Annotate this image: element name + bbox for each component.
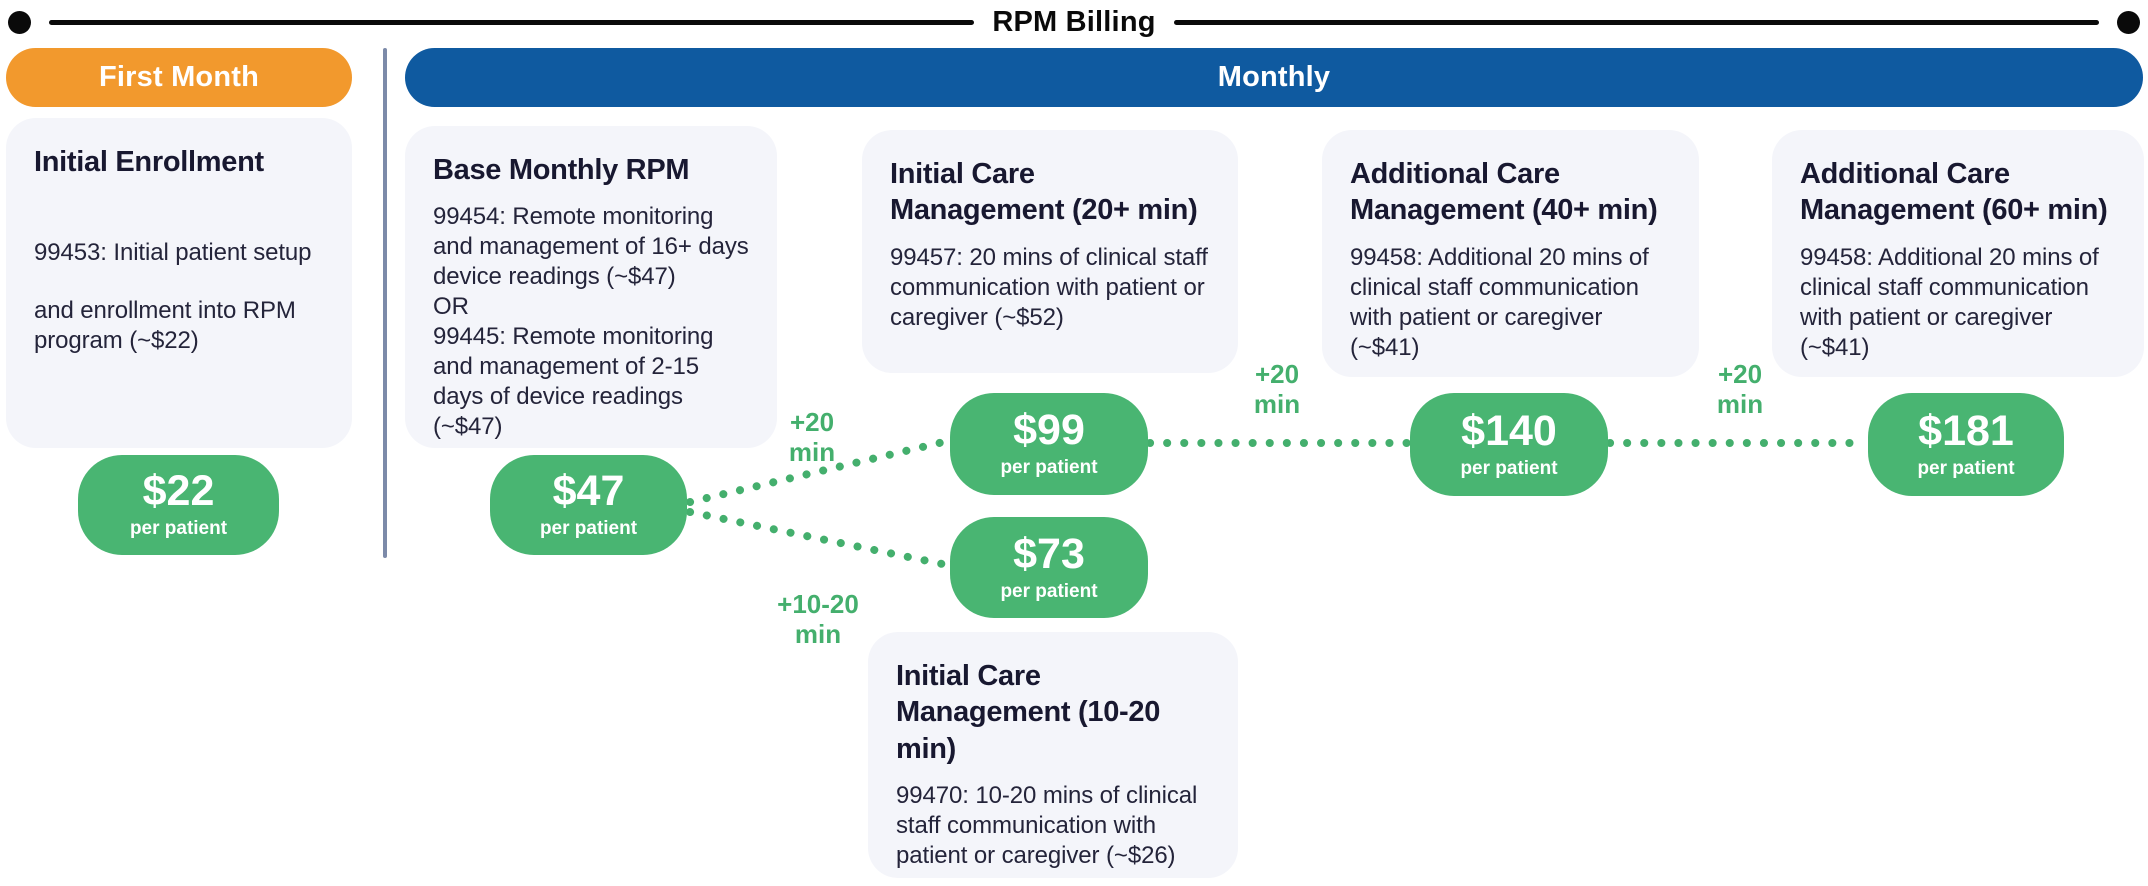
card-title: Additional Care Management (60+ min) <box>1800 158 2108 227</box>
label-line: +10-20 <box>777 589 859 619</box>
card-text: 99470: 10-20 mins of clinical staff comm… <box>896 781 1198 869</box>
badge-value: $140 <box>1461 406 1557 455</box>
title-bar: RPM Billing <box>8 4 2140 40</box>
card-text: 99454: Remote monitoring and management … <box>433 203 749 291</box>
card-initial-care-20-min: Initial Care Management (20+ min) 99457:… <box>862 130 1238 373</box>
header-first-month: First Month <box>6 48 352 107</box>
card-text: 99445: Remote monitoring and management … <box>433 323 714 441</box>
card-text: 99453: Initial patient setup <box>34 239 312 267</box>
card-initial-enrollment: Initial Enrollment 99453: Initial patien… <box>6 118 352 448</box>
connector-line-47-99 <box>686 436 956 506</box>
badge-value: $181 <box>1918 406 2014 455</box>
timeline-endpoint-dot-left <box>8 10 31 34</box>
card-title: Initial Enrollment <box>34 146 264 178</box>
badge-unit: per patient <box>1460 457 1558 479</box>
card-additional-care-60-min: Additional Care Management (60+ min) 994… <box>1772 130 2144 377</box>
connector-label-plus-20-min-1: +20 min <box>762 407 862 468</box>
label-line: +20 <box>1254 359 1300 389</box>
card-additional-care-40-min: Additional Care Management (40+ min) 994… <box>1322 130 1699 377</box>
badge-value: $99 <box>1013 406 1085 455</box>
badge-unit: per patient <box>129 518 228 540</box>
connector-line-47-73 <box>686 508 956 570</box>
card-text: 99458: Additional 20 mins of clinical st… <box>1800 243 2099 361</box>
badge-unit: per patient <box>539 518 638 540</box>
badge-value: $73 <box>1013 529 1085 578</box>
card-text: 99457: 20 mins of clinical staff communi… <box>890 243 1208 331</box>
price-badge-140: $140 per patient <box>1410 393 1608 496</box>
connector-label-plus-20-min-2: +20 min <box>1227 359 1327 420</box>
badge-value: $47 <box>552 467 625 516</box>
badge-unit: per patient <box>1000 580 1098 602</box>
card-title: Initial Care Management (20+ min) <box>890 158 1198 227</box>
header-monthly: Monthly <box>405 48 2143 107</box>
label-line: min <box>788 436 836 467</box>
column-divider <box>383 48 387 558</box>
timeline-endpoint-dot-right <box>2117 10 2140 34</box>
card-title: Initial Care Management (10-20 min) <box>896 660 1161 765</box>
card-base-monthly-rpm: Base Monthly RPM 99454: Remote monitorin… <box>405 126 777 448</box>
card-text: OR <box>433 293 469 321</box>
timeline-rule-right <box>1173 19 2099 25</box>
price-badge-181: $181 per patient <box>1868 393 2064 496</box>
page-title: RPM Billing <box>992 5 1156 38</box>
card-text: 99458: Additional 20 mins of clinical st… <box>1350 243 1649 361</box>
price-badge-22: $22 per patient <box>78 455 279 555</box>
label-line: +20 <box>789 407 835 437</box>
card-initial-care-10-20-min: Initial Care Management (10-20 min) 9947… <box>868 632 1238 878</box>
badge-unit: per patient <box>1000 457 1098 479</box>
price-badge-73: $73 per patient <box>950 517 1148 618</box>
label-line: min <box>1253 388 1301 419</box>
label-line: +20 <box>1717 359 1763 389</box>
timeline-rule-left <box>49 19 975 25</box>
label-line: min <box>794 618 842 649</box>
card-title: Base Monthly RPM <box>433 154 690 186</box>
card-title: Additional Care Management (40+ min) <box>1350 158 1658 227</box>
connector-label-plus-10-20-min: +10-20 min <box>753 589 883 650</box>
connector-label-plus-20-min-3: +20 min <box>1690 359 1790 420</box>
badge-unit: per patient <box>1917 457 2015 479</box>
label-line: min <box>1716 388 1764 419</box>
card-text: and enrollment into RPM program (~$22) <box>34 297 296 355</box>
price-badge-99: $99 per patient <box>950 393 1148 495</box>
price-badge-47: $47 per patient <box>490 455 687 555</box>
badge-value: $22 <box>142 467 215 516</box>
